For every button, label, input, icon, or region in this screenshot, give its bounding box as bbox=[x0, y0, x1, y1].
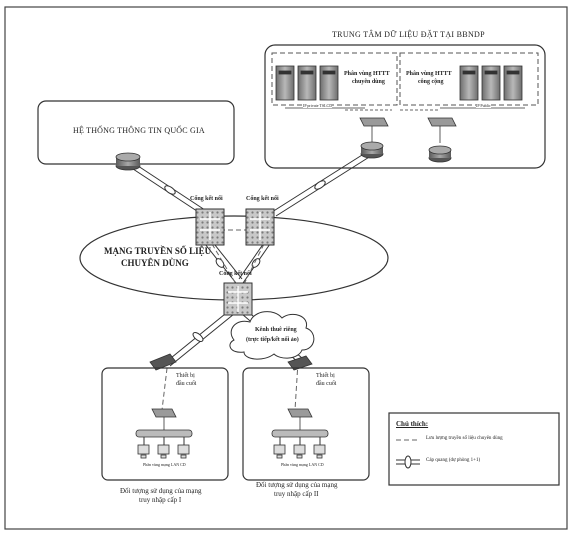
network-title-line1: MẠNG TRUYỀN SỐ LIỆU bbox=[104, 246, 212, 256]
user-group-1-device-line1: Thiết bị bbox=[176, 373, 195, 379]
computer-icons-group-1 bbox=[137, 444, 190, 459]
gateway-bottom-label: Cổng kết nối bbox=[219, 271, 252, 277]
server-icon-group-public bbox=[459, 65, 523, 101]
lan-bus-2 bbox=[271, 429, 329, 445]
legend-title: Chú thích: bbox=[396, 420, 429, 428]
ip-range-arrows bbox=[285, 107, 525, 111]
ip-public-label: IP Public bbox=[476, 103, 491, 108]
legend-dashed-label: Lưu lượng truyền số liệu chuyên dùng bbox=[426, 436, 503, 441]
gateway-right-icon bbox=[245, 208, 275, 246]
gateway-right-label: Cổng kết nối bbox=[246, 196, 279, 202]
computer-icons-group-2 bbox=[273, 444, 326, 459]
user-group-2-switch-icon bbox=[287, 408, 313, 430]
user-group-1-lan-label: Phân vùng mạng LAN CD bbox=[143, 462, 186, 467]
user-group-2-caption-line1: Đối tượng sử dụng của mạng bbox=[256, 481, 338, 489]
gateway-bottom-icon bbox=[223, 282, 253, 316]
user-group-1-device-line2: đầu cuối bbox=[176, 381, 197, 387]
user-group-1-caption-line2: truy nhập cấp I bbox=[139, 496, 182, 504]
private-zone-box bbox=[271, 52, 398, 106]
leased-line-label-line1: Kênh thuê riêng bbox=[255, 327, 297, 333]
leased-line-label-line2: (trực tiếp/kết nối ảo) bbox=[246, 337, 299, 343]
user-group-2-lan-label: Phân vùng mạng LAN CD bbox=[281, 462, 324, 467]
user-group-2-device-line1: Thiết bị bbox=[316, 373, 335, 379]
network-title-line2: CHUYÊN DÙNG bbox=[121, 258, 189, 268]
data-center-title: TRUNG TÂM DỮ LIỆU ĐẶT TẠI BBNDP bbox=[332, 30, 485, 39]
data-center-box bbox=[264, 44, 546, 169]
national-system-title: HỆ THỐNG THÔNG TIN QUỐC GIA bbox=[73, 126, 205, 135]
gateway-left-label: Cổng kết nối bbox=[190, 196, 223, 202]
leased-line-cloud bbox=[229, 311, 315, 360]
lan-bus-1 bbox=[135, 429, 193, 445]
legend-fiber-sample bbox=[396, 455, 420, 469]
gateway-left-icon bbox=[195, 208, 225, 246]
private-zone-label-line2: chuyên dùng bbox=[352, 79, 385, 85]
legend-box bbox=[388, 412, 560, 486]
public-zone-box bbox=[399, 52, 539, 106]
outer-frame bbox=[4, 6, 568, 530]
user-group-1-caption-line1: Đối tượng sử dụng của mạng bbox=[120, 487, 202, 495]
legend-fiber-label: Cáp quang (dự phòng 1+1) bbox=[426, 458, 481, 463]
user-group-1-switch-icon bbox=[151, 408, 177, 430]
end-device-icons bbox=[149, 353, 313, 371]
public-zone-label-line1: Phân vùng HTTT bbox=[406, 71, 452, 77]
user-group-2-caption-line2: truy nhập cấp II bbox=[274, 490, 319, 498]
ip-private-label: IP private TSLCD bbox=[303, 103, 333, 108]
user-group-1-box bbox=[101, 367, 229, 481]
dc-switch-icons bbox=[359, 117, 457, 143]
national-router-icon bbox=[115, 152, 141, 171]
user-group-2-device-line2: đầu cuối bbox=[316, 381, 337, 387]
dc-router-icons bbox=[360, 141, 452, 163]
server-icon-group-private bbox=[275, 65, 339, 101]
public-zone-label-line2: công cộng bbox=[418, 79, 444, 85]
private-zone-label-line1: Phân vùng HTTT bbox=[344, 71, 390, 77]
user-group-2-box bbox=[242, 367, 370, 481]
